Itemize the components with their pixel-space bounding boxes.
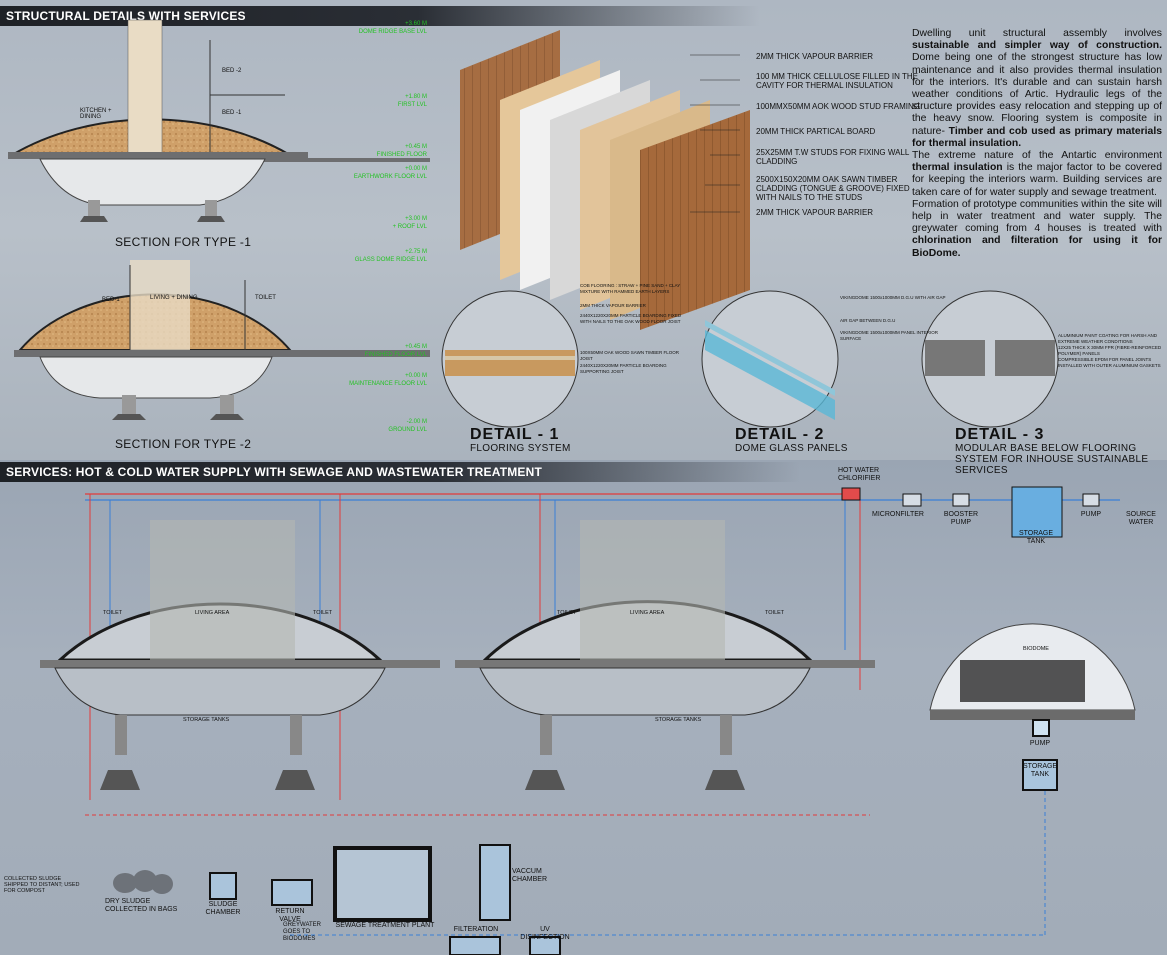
filteration-label: FILTERATION bbox=[453, 926, 499, 933]
detail1-note: 2440X1220X20MM PARTICLE BOARDING FIXED W… bbox=[580, 313, 682, 324]
detail2-note: VIKINGDOME 1500x1000MM PANEL INTERIOR SU… bbox=[840, 330, 939, 341]
structural-header: STRUCTURAL DETAILS WITH SERVICES bbox=[0, 6, 760, 26]
booster-label: BOOSTER PUMP bbox=[943, 511, 979, 526]
layer-label: 20MM THICK PARTICAL BOARD bbox=[756, 127, 876, 136]
living-label: LIVING AREA bbox=[195, 610, 230, 616]
vaccum-label: VACCUM CHAMBER bbox=[512, 868, 548, 883]
greywater-label: GREYWATER GOES TO BIODOMES bbox=[283, 922, 322, 942]
toilet-label: TOILET bbox=[313, 610, 333, 616]
detail2-title: DETAIL - 2 bbox=[735, 426, 825, 443]
sludge-bags bbox=[113, 870, 173, 894]
toilet-label: TOILET bbox=[557, 610, 577, 616]
tanks-label: STORAGE TANKS bbox=[183, 717, 230, 723]
storage-label: STORAGE TANK bbox=[1018, 530, 1054, 545]
detail2-note: VIKINGDOME 1500x1000MM D.G.U WITH AIR GA… bbox=[840, 295, 946, 300]
section-type2-caption: SECTION FOR TYPE -2 bbox=[115, 437, 252, 451]
bio-pump-label: PUMP bbox=[1029, 740, 1051, 747]
level-tag: +3.00 M+ ROOF LVL bbox=[392, 216, 427, 230]
section-type1-caption: SECTION FOR TYPE -1 bbox=[115, 235, 252, 249]
chlorifier-label: HOT WATER CHLORIFIER bbox=[838, 467, 881, 482]
bio-storage-label: STORAGE TANK bbox=[1023, 763, 1058, 778]
description-text: Dwelling unit structural assembly involv… bbox=[912, 28, 1163, 259]
room-toilet: TOILET bbox=[255, 295, 276, 301]
detail1-note: 2MM THICK VAPOUR BARRIER bbox=[580, 303, 646, 308]
sludge-label: SLUDGE CHAMBER bbox=[205, 901, 241, 916]
living-label: LIVING AREA bbox=[630, 610, 665, 616]
compost-label: COLLECTED SLUDGE SHIPPED TO DISTANT; USE… bbox=[4, 876, 80, 894]
treatment-chain bbox=[209, 844, 561, 955]
detail1-title: DETAIL - 1 bbox=[470, 426, 560, 443]
room-kitchen: KITCHEN + DINING bbox=[80, 108, 112, 120]
room-bed1: BED -1 bbox=[222, 110, 242, 116]
layer-label: 100MMX50MM AOK WOOD STUD FRAMING bbox=[756, 102, 921, 111]
detail-circles bbox=[441, 290, 1059, 428]
detail2-note: AIR GAP BETWEEN D.G.U bbox=[840, 318, 896, 323]
return-label: RETURN VALVE bbox=[275, 908, 305, 923]
biodome-label: BIODOME bbox=[1023, 646, 1049, 652]
uv-label: UV DISINFECTION bbox=[520, 926, 570, 941]
section-type2-drawing bbox=[14, 260, 430, 420]
toilet-label: TOILET bbox=[765, 610, 785, 616]
microfilter-label: MICRONFILTER bbox=[872, 511, 924, 518]
layer-label: 2MM THICK VAPOUR BARRIER bbox=[756, 52, 874, 61]
room-bed2: BED -2 bbox=[222, 68, 242, 74]
detail1-note: 100X50MM OAK WOOD SAWN TIMBER FLOOR JOIS… bbox=[580, 350, 680, 361]
services-header: SERVICES: HOT & COLD WATER SUPPLY WITH S… bbox=[0, 462, 800, 482]
detail3-note: COMPRESSIBLE EPDM FOR PANEL JOINTS INSTA… bbox=[1058, 357, 1161, 368]
pipe-network bbox=[85, 493, 1120, 936]
stp-label: SEWAGE TREATMENT PLANT bbox=[335, 922, 435, 929]
layer-label: 100 MM THICK CELLULOSE FILLED IN THE CAV… bbox=[756, 72, 918, 90]
room-bed: BED-1 bbox=[102, 297, 120, 303]
detail1-subtitle: FLOORING SYSTEM bbox=[470, 443, 571, 454]
room-living: LIVING + DINING bbox=[150, 295, 198, 301]
detail3-title: DETAIL - 3 bbox=[955, 426, 1045, 443]
supply-equipment bbox=[841, 486, 1100, 538]
detail3-subtitle: MODULAR BASE BELOW FLOORING SYSTEM FOR I… bbox=[955, 443, 1149, 476]
service-dome-2 bbox=[455, 520, 875, 790]
toilet-label: TOILET bbox=[103, 610, 123, 616]
tanks-label: STORAGE TANKS bbox=[655, 717, 702, 723]
detail3-note: 12X25 THICK X 30MM FPR (FIBRE-REINFORCED… bbox=[1058, 345, 1162, 356]
source-label: SOURCE WATER bbox=[1126, 511, 1156, 526]
service-dome-1 bbox=[40, 520, 440, 790]
layer-label: 25X25MM T.W STUDS FOR FIXING WALL CLADDI… bbox=[756, 148, 910, 166]
wall-layer-exploded bbox=[460, 30, 750, 330]
detail1-note: 2440X1220X20MM PARTICLE BOARDING SUPPORT… bbox=[580, 363, 667, 374]
detail2-subtitle: DOME GLASS PANELS bbox=[735, 443, 848, 454]
layer-label: 2MM THICK VAPOUR BARRIER bbox=[756, 208, 874, 217]
bags-label: DRY SLUDGE COLLECTED IN BAGS bbox=[105, 898, 178, 913]
layer-label: 2500X150X20MM OAK SAWN TIMBER CLADDING (… bbox=[756, 175, 910, 202]
biodome-drawing bbox=[929, 623, 1136, 791]
section-type1-drawing bbox=[8, 19, 430, 222]
detail3-note: ALUMINIUM PAINT COATING FOR HARSH AND EX… bbox=[1058, 333, 1158, 344]
layer-leaders bbox=[690, 54, 740, 213]
detail1-note: COB FLOORING : STRAW + PINE SAND + CLAY … bbox=[580, 283, 681, 294]
pump-label: PUMP bbox=[1080, 511, 1102, 518]
